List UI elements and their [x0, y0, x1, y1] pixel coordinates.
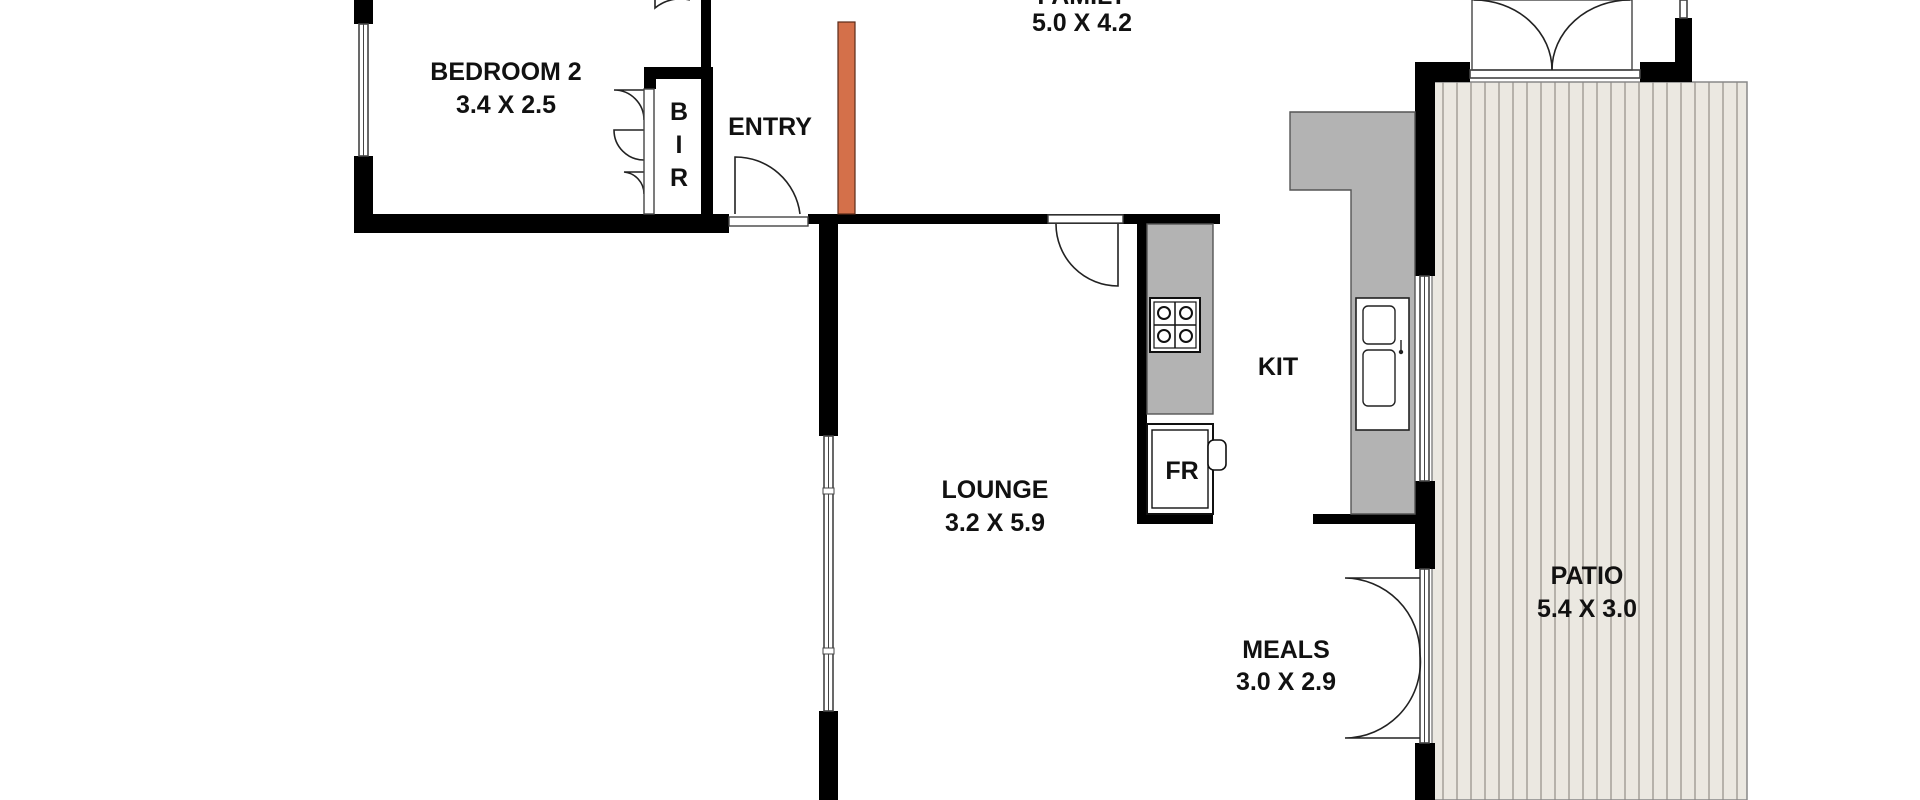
lounge-wall-top-right — [1123, 214, 1220, 224]
feature-wall — [837, 21, 856, 215]
kitchen-wall-bottom — [1137, 514, 1213, 524]
patio-name: PATIO — [1551, 562, 1624, 590]
lounge-door-threshold — [1047, 214, 1124, 224]
entry-threshold — [728, 216, 809, 227]
entry-door-swing — [734, 156, 801, 215]
family-door-right — [1551, 0, 1631, 71]
family-door-left — [1473, 0, 1553, 71]
kitchen-wall-bench-end — [1313, 514, 1433, 524]
bedroom2-wall-left-bottom — [354, 156, 373, 233]
lounge-door-swing — [1055, 223, 1119, 287]
fridge — [1146, 423, 1214, 515]
family-wall-ne — [1675, 18, 1692, 82]
bir-letter-r: R — [670, 164, 688, 192]
room-labels: 5.0 X 4.2 FAMILY BEDROOM 2 3.4 X 2.5 B I… — [430, 0, 1637, 696]
meals-door-top — [1344, 577, 1421, 655]
bedroom2-wall-bottom — [354, 214, 729, 233]
lounge-wall-left-top — [819, 214, 838, 436]
bir-letter-i: I — [676, 131, 683, 159]
family-name: FAMILY — [1037, 0, 1127, 10]
meals-wall-east-bottom — [1415, 743, 1435, 800]
walls — [354, 0, 1692, 800]
meals-door-bottom — [1344, 653, 1422, 739]
bir-letter-b: B — [670, 98, 688, 126]
bedroom2-door-swing — [654, 0, 690, 10]
kitchen-wall-east-mid — [1415, 481, 1435, 569]
lounge-size: 3.2 X 5.9 — [945, 509, 1045, 537]
bir-wall-top — [644, 67, 711, 79]
kitchen-fixtures — [1146, 111, 1416, 515]
entry-name: ENTRY — [728, 113, 812, 141]
bedroom2-wall-left-top — [354, 0, 373, 24]
sink-icon — [1355, 297, 1410, 431]
bedroom2-size: 3.4 X 2.5 — [456, 91, 556, 119]
bir-door-1 — [613, 89, 645, 121]
lounge-wall-left-bottom — [819, 711, 838, 800]
meals-name: MEALS — [1242, 636, 1330, 664]
bir-door-2 — [613, 129, 645, 161]
kit-name: KIT — [1258, 353, 1298, 381]
family-size: 5.0 X 4.2 — [1032, 9, 1132, 37]
kitchen-wall-east-top-cap — [1415, 62, 1470, 82]
window-family-north-frame — [1469, 69, 1641, 79]
window-family-ne — [1679, 0, 1688, 19]
meals-size: 3.0 X 2.9 — [1236, 668, 1336, 696]
lounge-name: LOUNGE — [942, 476, 1049, 504]
kitchen-wall-east-top — [1415, 62, 1435, 276]
bir-wall-right — [701, 67, 713, 233]
doors — [613, 0, 1633, 739]
family-door-frame — [1471, 0, 1633, 71]
kitchen-wall-left — [1137, 222, 1147, 524]
bedroom2-wall-right — [701, 0, 711, 70]
lounge-wall-top — [808, 214, 1218, 224]
bir-wall-left — [644, 67, 656, 89]
patio-deck — [1431, 81, 1748, 800]
cooktop-icon — [1149, 297, 1201, 353]
patio-size: 5.4 X 3.0 — [1537, 595, 1637, 623]
bir-door-3 — [623, 171, 645, 195]
bedroom2-name: BEDROOM 2 — [430, 58, 581, 86]
windows — [358, 0, 1688, 744]
fridge-label: FR — [1165, 457, 1198, 485]
